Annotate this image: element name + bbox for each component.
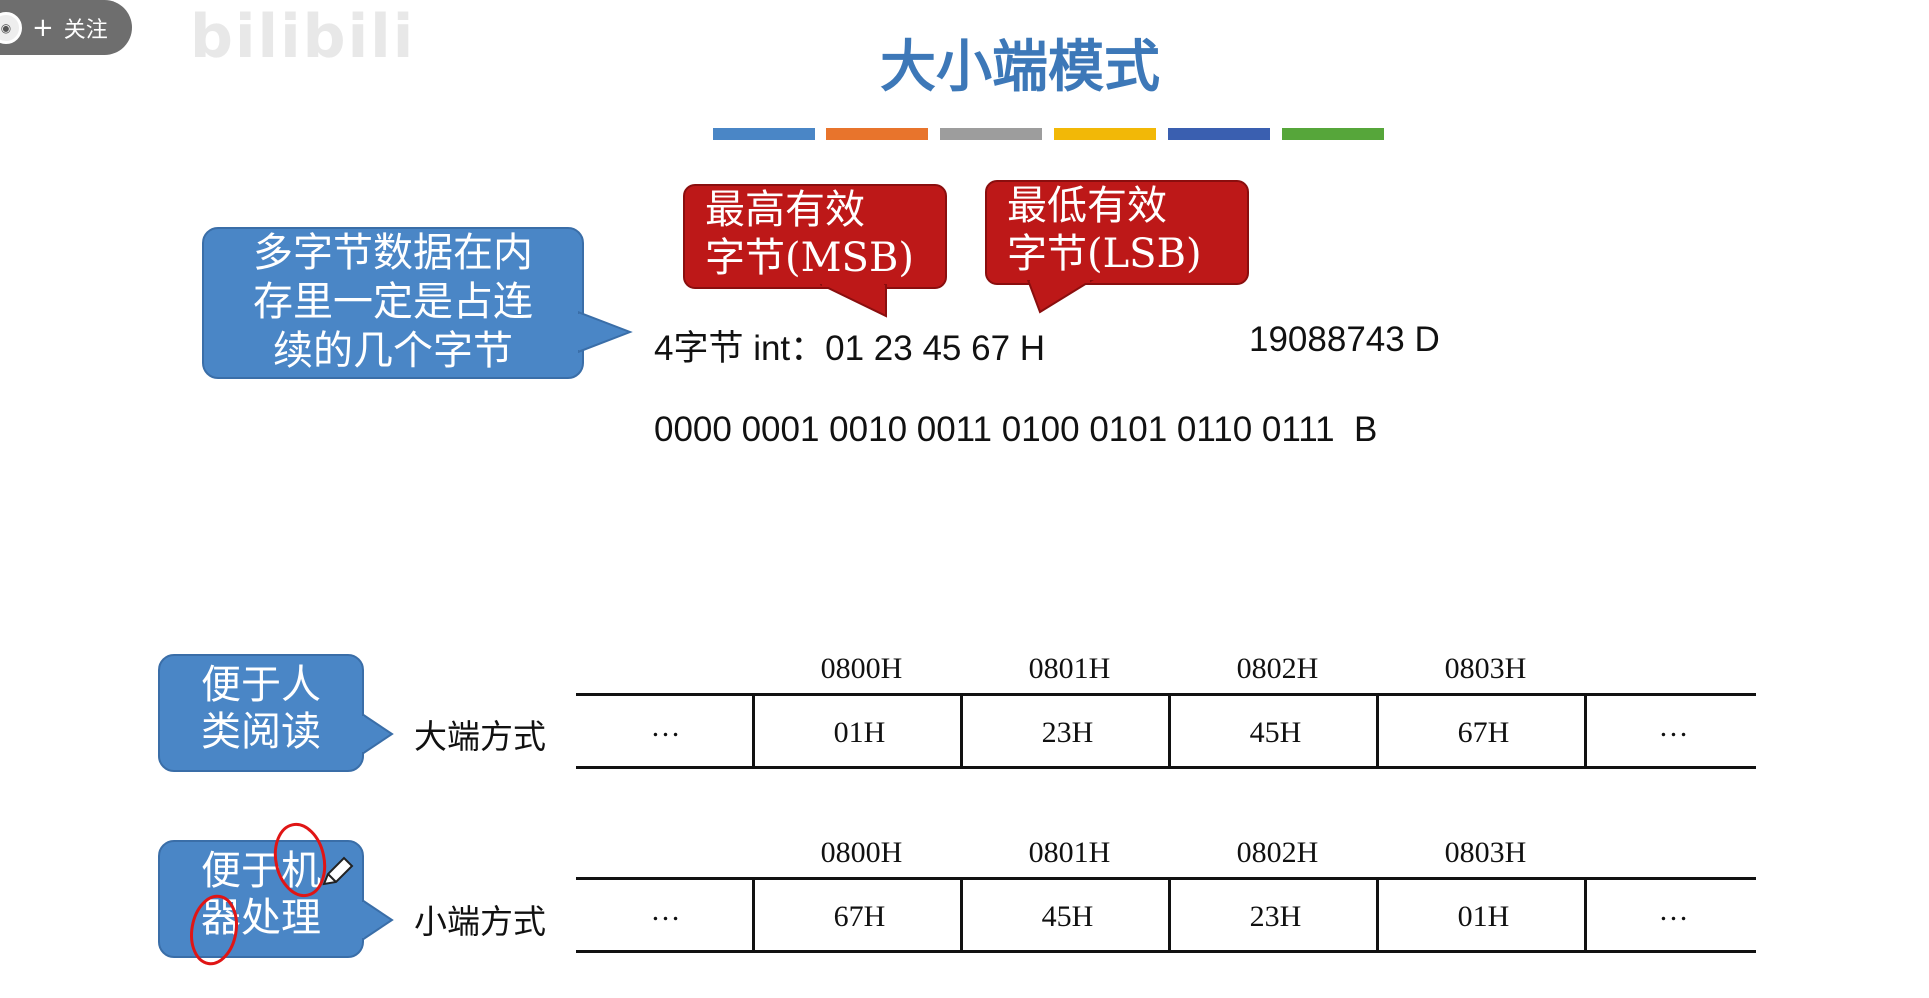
color-bar-4: [1054, 128, 1156, 140]
big-endian-label: 大端方式: [414, 717, 546, 756]
color-bar-3: [940, 128, 1042, 140]
avatar: ◉: [0, 11, 22, 44]
callout-lsb: 最低有效 字节(LSB): [985, 180, 1249, 285]
color-bar-6: [1282, 128, 1384, 140]
callout-machine-line-1: 便于机: [201, 848, 321, 894]
callout-machine-line-2: 器处理: [201, 895, 321, 941]
red-annotation-circles: [190, 822, 327, 966]
little-endian-bottom-border: [576, 950, 1756, 953]
little-endian-divider: [1584, 877, 1587, 953]
callout-multibyte-line-3: 续的几个字节: [273, 328, 513, 374]
little-endian-cell: 23H: [1249, 900, 1302, 933]
callout-multibyte-line-1: 多字节数据在内: [253, 230, 533, 276]
int-decimal-value: 19088743 D: [1249, 320, 1440, 359]
big-endian-cell: 45H: [1249, 716, 1302, 749]
little-endian-address-3: 0802H: [1236, 836, 1319, 869]
big-endian-address-4: 0803H: [1444, 652, 1527, 685]
int-binary-value: 0000 0001 0010 0011 0100 0101 0110 0111 …: [654, 410, 1378, 449]
callout-multibyte: 多字节数据在内 存里一定是占连 续的几个字节: [202, 227, 584, 379]
callout-human-line-2: 类阅读: [201, 709, 321, 755]
little-endian-divider: [1376, 877, 1379, 953]
callout-human-line-1: 便于人: [201, 662, 321, 708]
big-endian-address-2: 0801H: [1028, 652, 1111, 685]
callout-lsb-line-1: 最低有效: [1007, 183, 1167, 229]
big-endian-cell: 23H: [1041, 716, 1094, 749]
pencil-icon: [322, 856, 354, 886]
big-endian-cell: 01H: [833, 716, 886, 749]
big-endian-divider: [960, 693, 963, 769]
color-bar-2: [826, 128, 928, 140]
little-endian-address-2: 0801H: [1028, 836, 1111, 869]
color-bar-5: [1168, 128, 1270, 140]
big-endian-bottom-border: [576, 766, 1756, 769]
big-endian-address-3: 0802H: [1236, 652, 1319, 685]
callout-msb-line-1: 最高有效: [705, 187, 865, 233]
big-endian-cell-ellipsis: …: [650, 710, 681, 743]
bilibili-watermark: bilibili: [190, 2, 416, 72]
little-endian-cell-ellipsis: …: [1658, 894, 1689, 927]
little-endian-cell: 01H: [1457, 900, 1510, 933]
little-endian-divider: [960, 877, 963, 953]
big-endian-top-border: [576, 693, 1756, 696]
big-endian-cell: 67H: [1457, 716, 1510, 749]
color-bar-1: [713, 128, 815, 140]
little-endian-cell: 45H: [1041, 900, 1094, 933]
follow-label: 关注: [63, 17, 108, 43]
callout-msb: 最高有效 字节(MSB): [683, 184, 947, 289]
follow-button[interactable]: ◉ + 关注: [0, 0, 132, 55]
plus-icon: +: [32, 12, 54, 43]
little-endian-divider: [1168, 877, 1171, 953]
little-endian-top-border: [576, 877, 1756, 880]
little-endian-address-4: 0803H: [1444, 836, 1527, 869]
callout-msb-line-2: 字节(MSB): [705, 235, 914, 281]
big-endian-divider: [1584, 693, 1587, 769]
callout-multibyte-line-2: 存里一定是占连: [253, 279, 533, 325]
callout-msb-pointer: [820, 284, 887, 318]
callout-human-pointer: [362, 712, 394, 756]
little-endian-cell: 67H: [833, 900, 886, 933]
big-endian-divider: [752, 693, 755, 769]
big-endian-divider: [1168, 693, 1171, 769]
slide-title: 大小端模式: [880, 35, 1160, 100]
int-hex-value: 4字节 int：01 23 45 67 H: [654, 329, 1046, 368]
little-endian-divider: [752, 877, 755, 953]
little-endian-label: 小端方式: [414, 902, 546, 941]
big-endian-cell-ellipsis: …: [1658, 710, 1689, 743]
little-endian-cell-ellipsis: …: [650, 894, 681, 927]
callout-multibyte-pointer: [578, 310, 633, 354]
big-endian-address-1: 0800H: [820, 652, 903, 685]
callout-machine: 便于机 器处理: [158, 840, 364, 958]
little-endian-address-1: 0800H: [820, 836, 903, 869]
callout-human: 便于人 类阅读: [158, 654, 364, 772]
big-endian-divider: [1376, 693, 1379, 769]
callout-lsb-line-2: 字节(LSB): [1007, 231, 1202, 277]
callout-machine-pointer: [362, 898, 394, 942]
callout-lsb-pointer: [1026, 280, 1094, 314]
